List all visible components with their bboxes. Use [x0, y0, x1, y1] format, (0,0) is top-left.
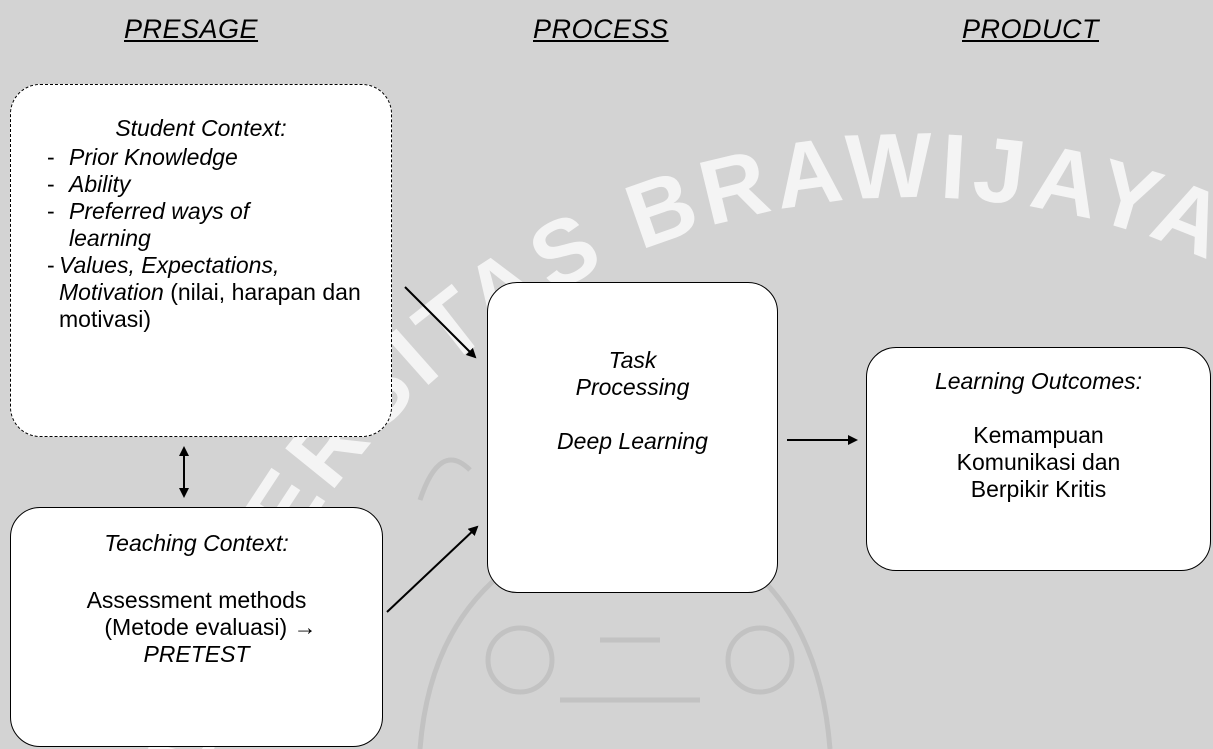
arrow-teaching-to-task [386, 525, 479, 613]
heading-process: PROCESS [533, 14, 669, 44]
heading-presage: PRESAGE [124, 14, 259, 44]
teaching-context-title: Teaching Context: [104, 530, 289, 556]
teaching-context-line: (Metode evaluasi) → [104, 614, 317, 640]
student-context-title: Student Context: [115, 115, 287, 141]
learning-outcomes-line: Berpikir Kritis [970, 476, 1107, 502]
teaching-context-box: Teaching Context: Assessment methods (Me… [10, 507, 383, 747]
list-item: - Preferred ways of learning [47, 198, 250, 251]
learning-outcomes-box: Learning Outcomes: Kemampuan Komunikasi … [866, 347, 1211, 571]
task-deep-learning: Deep Learning [557, 428, 708, 454]
teaching-context-pretest: PRETEST [143, 641, 250, 667]
teaching-context-line: Assessment methods [86, 587, 307, 613]
arrow-student-to-task [404, 286, 477, 359]
student-context-box: Student Context: - Prior Knowledge - Abi… [10, 84, 392, 437]
learning-outcomes-line: Kemampuan [973, 422, 1104, 448]
task-line: Processing [575, 374, 690, 400]
list-item: - Values, Expectations, Motivation (nila… [47, 252, 361, 332]
learning-outcomes-title: Learning Outcomes: [934, 368, 1143, 394]
task-processing-box: Task Processing Deep Learning [487, 282, 778, 593]
heading-product: PRODUCT [962, 14, 1099, 44]
list-item: - Prior Knowledge [47, 144, 238, 170]
learning-outcomes-line: Komunikasi dan [956, 449, 1121, 475]
list-item: - Ability [47, 171, 131, 197]
task-line: Task [608, 347, 657, 373]
